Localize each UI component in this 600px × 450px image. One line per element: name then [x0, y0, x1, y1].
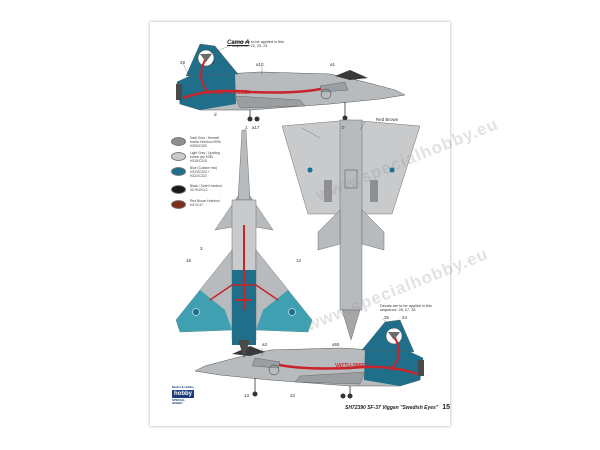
legend-label: Black / Svart Humbrol 33 H12/C12: [190, 184, 222, 192]
side-view-bottom: [194, 319, 424, 399]
legend-label: Light Grey / Ljusfärg boxfar gra 5336 H3…: [190, 151, 220, 163]
swatch-blue: [171, 167, 186, 176]
callout-number: 13: [244, 393, 250, 398]
callout-number: 1: [245, 125, 248, 130]
callout-red-brown: Red Brown: [376, 117, 399, 122]
legend-label: Red Brown Humbrol H47/C47: [190, 199, 220, 207]
plan-view-top: [175, 129, 313, 358]
legend-item: Blue (Custom mix) H323/C323 + H322/C322: [171, 166, 222, 178]
callout-number: 22: [290, 393, 296, 398]
callout-lines: [182, 45, 395, 356]
callout-number: 26: [384, 315, 390, 320]
legend-label: Blue (Custom mix) H323/C323 + H322/C322: [190, 166, 218, 178]
callout-number: b: [342, 125, 345, 130]
side-view-top: [176, 43, 406, 122]
swatch-black: [171, 185, 186, 194]
logo-bottom-text: SPECIAL HOBBY: [172, 398, 185, 405]
legend-item: Red Brown Humbrol H47/C47: [171, 199, 222, 209]
swatch-light-grey: [171, 152, 186, 161]
underside-view: [281, 119, 421, 341]
kit-caption: SH72390 SF-37 Viggen "Swedish Eyes": [344, 405, 439, 411]
callout-number: a3: [262, 342, 268, 347]
logo-top-text: Model & Hobby: [172, 385, 194, 389]
fuselage-text: VATTU-SMIEDI: [335, 363, 370, 369]
legend-label: Dark Grey / Hmmelt boxfar Humbrol 5096 H…: [190, 136, 221, 148]
legend-item: Black / Svart Humbrol 33 H12/C12: [171, 184, 222, 194]
callout-number: d: [214, 112, 217, 117]
decal-note-top: Decals are to be applied in this sequenc…: [232, 40, 284, 49]
decal-note-bottom: Decals are to be applied in this sequenc…: [380, 304, 432, 313]
callout-number: 2: [212, 60, 215, 65]
page-number: 15: [442, 404, 450, 411]
special-hobby-logo: Model & Hobby hobby SPECIAL HOBBY: [172, 385, 194, 405]
page-footer: SH72390 SF-37 Viggen "Swedish Eyes"15: [200, 404, 450, 411]
callout-number: a10: [256, 62, 264, 67]
callout-number: a17: [252, 125, 260, 130]
callout-number: a55: [332, 342, 340, 347]
swatch-dark-grey: [171, 137, 186, 146]
callout-number: 24: [402, 315, 408, 320]
callout-number: 29: [180, 60, 186, 65]
camo-title: Camo A: [227, 40, 250, 46]
logo-name: hobby: [172, 390, 194, 398]
callout-number: a1: [330, 62, 336, 67]
legend-item: Light Grey / Ljusfärg boxfar gra 5336 H3…: [171, 151, 222, 163]
fuselage-text: VATTU-SMIEDI: [215, 90, 250, 96]
swatch-red-brown: [171, 200, 186, 209]
legend-item: Dark Grey / Hmmelt boxfar Humbrol 5096 H…: [171, 136, 222, 148]
callout-number: 16: [186, 258, 192, 263]
callout-number: 3: [200, 246, 203, 251]
callout-number: 12: [296, 258, 302, 263]
